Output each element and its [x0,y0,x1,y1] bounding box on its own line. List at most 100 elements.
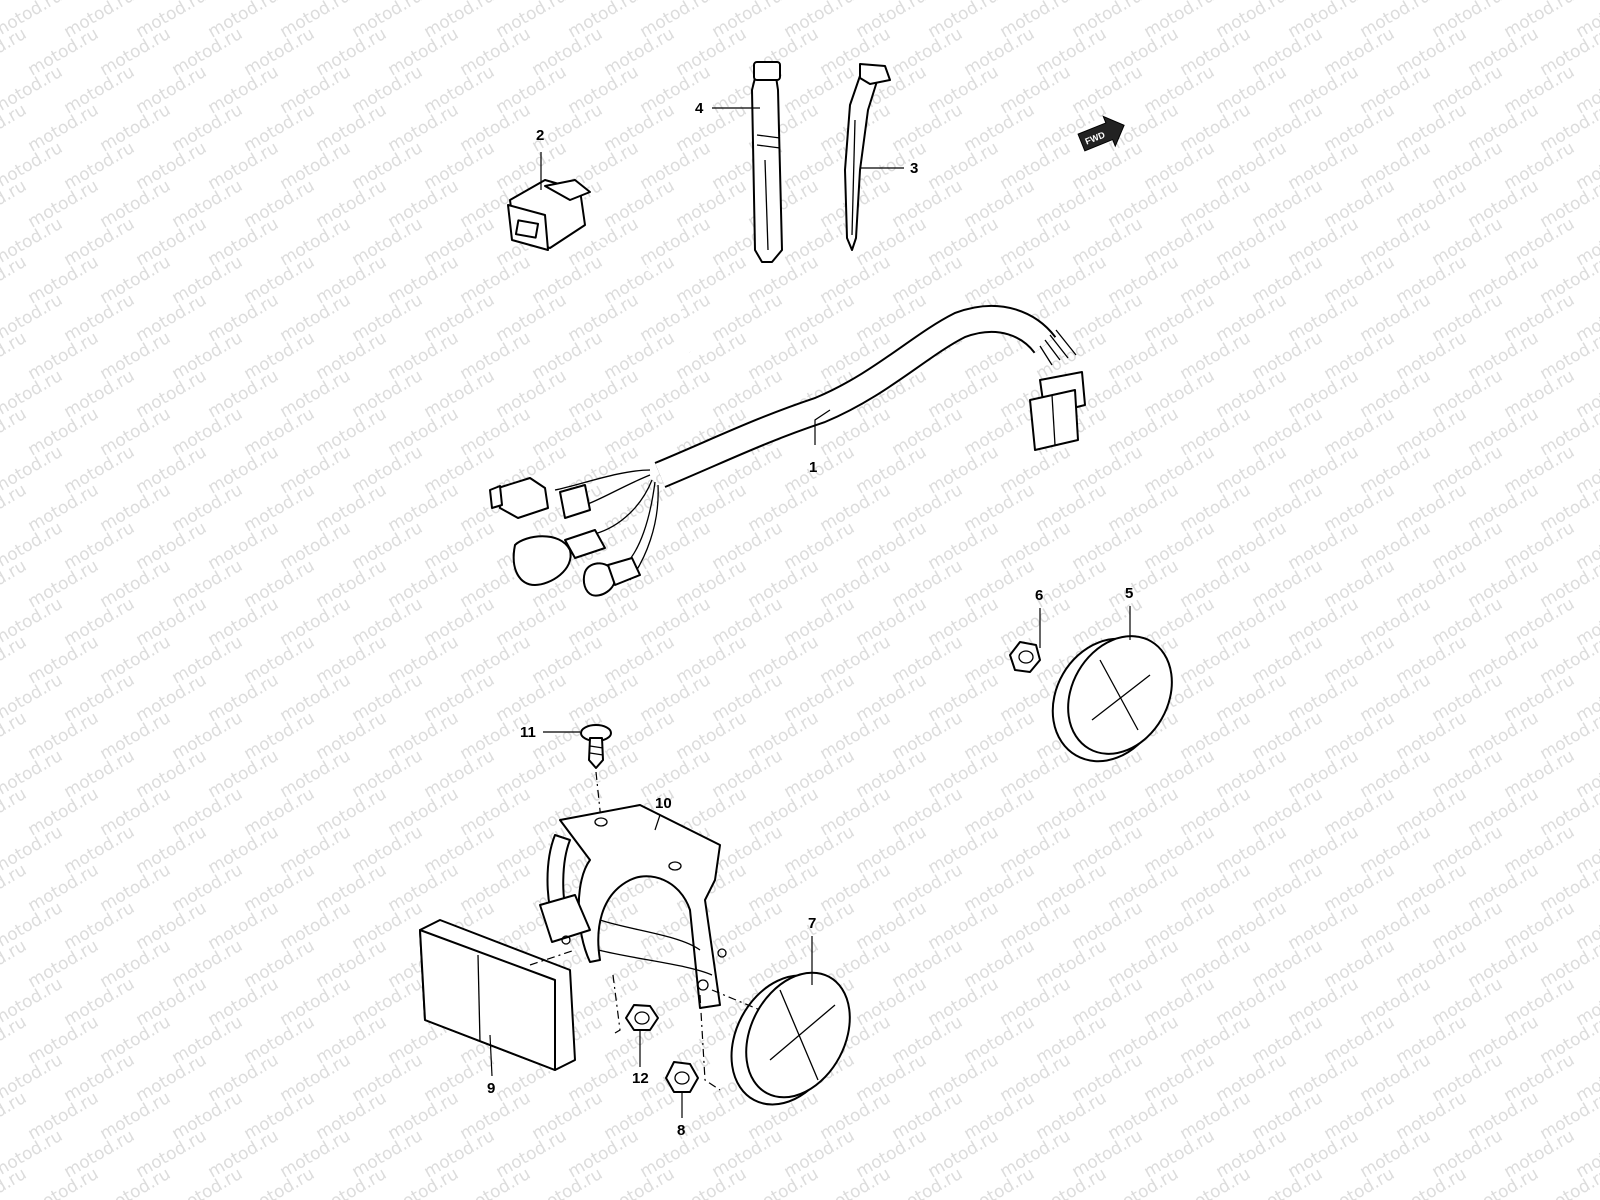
screw-part [580,724,612,769]
watermark-text: motod.ru [925,214,1003,270]
round-reflector-upper-part [1051,635,1173,763]
watermark-text: motod.ru [1033,860,1111,916]
watermark-text: motod.ru [1285,138,1363,194]
watermark-text: motod.ru [781,594,859,650]
watermark-text: motod.ru [1177,176,1255,232]
watermark-text: motod.ru [313,404,391,460]
watermark-text: motod.ru [133,898,211,954]
watermark-text: motod.ru [205,746,283,802]
watermark-text: motod.ru [1357,1050,1435,1106]
watermark-text: motod.ru [1465,328,1543,384]
watermark-text: motod.ru [205,1126,283,1182]
watermark-text: motod.ru [1069,518,1147,574]
watermark-text: motod.ru [1141,290,1219,346]
watermark-text: motod.ru [637,138,715,194]
watermark-text: motod.ru [961,936,1039,992]
watermark-text: motod.ru [745,632,823,688]
watermark-text: motod.ru [313,480,391,536]
watermark-text: motod.ru [241,176,319,232]
watermark-text: motod.ru [97,632,175,688]
reflector-bracket-part [539,804,727,1009]
watermark-text: motod.ru [1213,290,1291,346]
watermark-text: motod.ru [277,442,355,498]
watermark-text: motod.ru [601,176,679,232]
watermark-text: motod.ru [493,594,571,650]
watermark-text: motod.ru [1177,252,1255,308]
watermark-text: motod.ru [1141,898,1219,954]
watermark-text: motod.ru [1501,822,1579,878]
watermark-text: motod.ru [565,1126,643,1182]
watermark-text: motod.ru [313,936,391,992]
watermark-text: motod.ru [385,632,463,688]
callout-7: 7 [808,915,816,932]
watermark-text: motod.ru [565,366,643,422]
watermark-text: motod.ru [1393,176,1471,232]
watermark-text: motod.ru [277,974,355,1030]
watermark-text: motod.ru [1285,214,1363,270]
watermark-text: motod.ru [457,252,535,308]
watermark-text: motod.ru [1213,1050,1291,1106]
watermark-text: motod.ru [349,214,427,270]
watermark-text: motod.ru [0,480,30,536]
watermark-text: motod.ru [853,518,931,574]
watermark-text: motod.ru [97,100,175,156]
watermark-text: motod.ru [997,1126,1075,1182]
watermark-text: motod.ru [349,290,427,346]
watermark-text: motod.ru [349,366,427,422]
watermark-text: motod.ru [133,62,211,118]
watermark-text: motod.ru [709,746,787,802]
watermark-text: motod.ru [1141,366,1219,422]
watermark-text: motod.ru [997,746,1075,802]
watermark-text: motod.ru [205,822,283,878]
watermark-text: motod.ru [97,404,175,460]
watermark-text: motod.ru [925,822,1003,878]
watermark-text: motod.ru [745,784,823,840]
watermark-text: motod.ru [1321,1088,1399,1144]
watermark-text: motod.ru [0,1012,30,1068]
watermark-text: motod.ru [241,1088,319,1144]
watermark-text: motod.ru [0,860,30,916]
watermark-text: motod.ru [1069,62,1147,118]
watermark-text: motod.ru [97,328,175,384]
watermark-text: motod.ru [817,860,895,916]
watermark-text: motod.ru [1249,1012,1327,1068]
watermark-text: motod.ru [1393,860,1471,916]
watermark-text: motod.ru [1357,670,1435,726]
watermark-text: motod.ru [673,632,751,688]
watermark-text: motod.ru [1501,1050,1579,1106]
watermark-text: motod.ru [889,632,967,688]
watermark-text: motod.ru [133,442,211,498]
watermark-text: motod.ru [961,1088,1039,1144]
watermark-text: motod.ru [205,214,283,270]
watermark-text: motod.ru [133,974,211,1030]
watermark-text: motod.ru [745,860,823,916]
watermark-text: motod.ru [565,1050,643,1106]
watermark-text: motod.ru [1033,784,1111,840]
watermark-text: motod.ru [97,860,175,916]
watermark-text: motod.ru [277,1126,355,1182]
watermark-text: motod.ru [1393,24,1471,80]
watermark-text: motod.ru [385,1088,463,1144]
watermark-text: motod.ru [889,1088,967,1144]
watermark-text: motod.ru [205,290,283,346]
watermark-text: motod.ru [1321,24,1399,80]
watermark-text: motod.ru [1177,632,1255,688]
watermark-text: motod.ru [205,974,283,1030]
watermark-text: motod.ru [709,594,787,650]
watermark-text: motod.ru [853,1126,931,1182]
watermark-text: motod.ru [529,632,607,688]
watermark-text: motod.ru [385,708,463,764]
watermark-text: motod.ru [385,404,463,460]
watermark-text: motod.ru [25,1012,103,1068]
watermark-text: motod.ru [241,328,319,384]
watermark-text: motod.ru [1105,1088,1183,1144]
watermark-text: motod.ru [529,252,607,308]
rectangular-reflector-part [419,919,576,1071]
watermark-text: motod.ru [133,822,211,878]
watermark-text: motod.ru [1357,822,1435,878]
watermark-text: motod.ru [1213,442,1291,498]
watermark-text: motod.ru [1249,404,1327,460]
watermark-text: motod.ru [169,860,247,916]
watermark-text: motod.ru [1285,290,1363,346]
watermark-text: motod.ru [1321,328,1399,384]
